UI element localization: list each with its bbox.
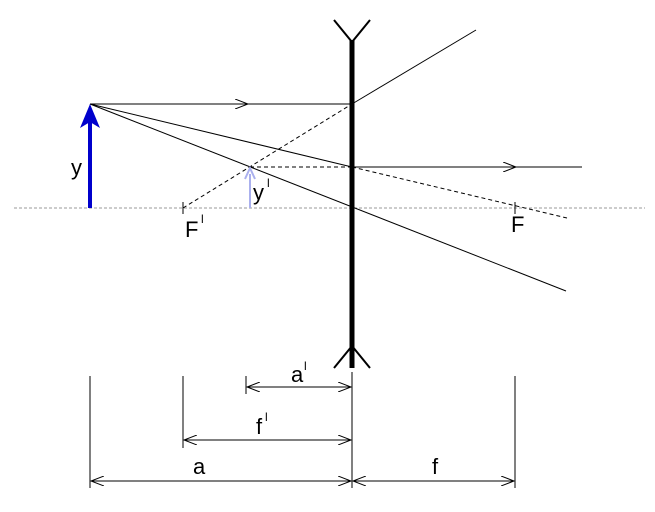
- virtual-extension-left-focus: [182, 103, 353, 209]
- image-arrow: [244, 165, 256, 208]
- dim-image-distance-label: a: [291, 362, 304, 387]
- focal-left-label: F: [185, 217, 198, 242]
- focal-left-label-prime: l: [201, 212, 204, 226]
- focal-ray: [89, 103, 353, 168]
- object-label: y: [71, 155, 82, 180]
- dimension-extension-lines: [89, 372, 516, 488]
- focal-right-label: F: [511, 212, 524, 237]
- focal-ray-extension: [351, 166, 568, 219]
- dim-image-distance-prime: l: [304, 359, 307, 373]
- dim-focal-left-label: f: [256, 414, 263, 439]
- image-label-prime: l: [267, 176, 270, 190]
- dimension-lines: [91, 387, 514, 481]
- dim-focal-left-prime: l: [265, 410, 268, 424]
- object-arrow: [80, 104, 100, 208]
- dim-focal-right-label: f: [432, 454, 439, 479]
- image-label: y: [253, 180, 264, 205]
- diverging-lens: [333, 19, 371, 369]
- central-ray: [89, 103, 567, 292]
- diverged-ray: [351, 29, 477, 105]
- light-rays: [89, 29, 582, 292]
- dim-object-distance-label: a: [193, 454, 206, 479]
